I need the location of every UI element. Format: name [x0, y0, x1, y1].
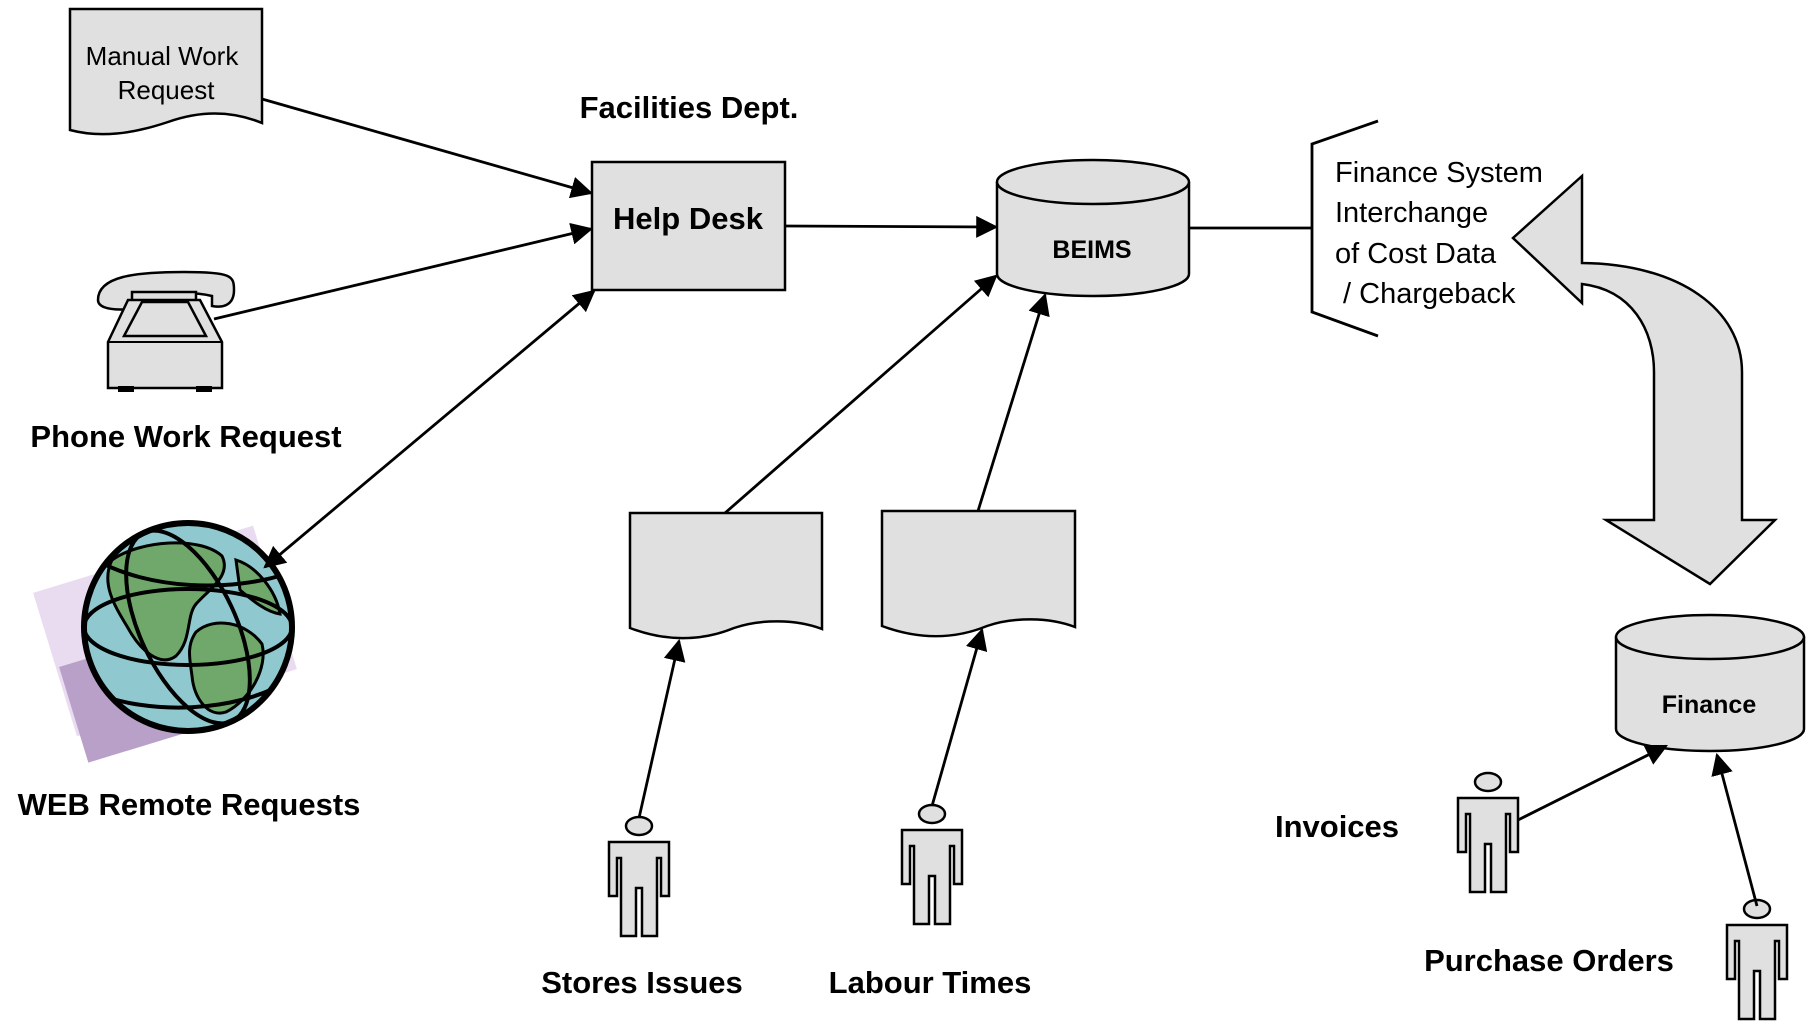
manual-request-label-line2: Request — [118, 75, 216, 105]
globe-icon — [33, 520, 297, 763]
beims-cylinder-top — [995, 158, 1191, 206]
purchase-orders-label: Purchase Orders — [1424, 943, 1674, 978]
arrow-web-helpdesk-bidirectional — [263, 289, 596, 569]
web-remote-requests-label: WEB Remote Requests — [18, 787, 361, 822]
person-head — [1473, 771, 1503, 793]
labour-times-document — [880, 509, 1077, 638]
finance-interchange-line1: Finance System — [1335, 157, 1543, 189]
person-body — [607, 840, 671, 938]
globe-upper-latitude — [95, 558, 287, 588]
arrow-stores-person-to-doc — [637, 638, 686, 819]
person-body — [1456, 796, 1520, 894]
manual-request-document-shape — [68, 7, 264, 136]
finance-database: Finance — [1614, 613, 1806, 753]
beims-database: BEIMS — [995, 158, 1191, 298]
telephone-foot-right — [196, 386, 212, 392]
beims-label: BEIMS — [1052, 236, 1131, 264]
person-body — [900, 828, 964, 926]
finance-cylinder-top — [1614, 613, 1806, 661]
stores-issues-document — [628, 511, 824, 640]
help-desk-box: Help Desk — [590, 160, 787, 292]
arrow-phone-to-helpdesk — [213, 222, 594, 321]
globe-outline — [81, 520, 295, 734]
labour-times-label: Labour Times — [829, 965, 1032, 1000]
arrow-helpdesk-to-beims — [785, 215, 999, 238]
beims-cylinder-body — [995, 182, 1191, 298]
telephone-foot-left — [118, 386, 134, 392]
finance-cylinder-body — [1614, 637, 1806, 753]
curved-exchange-arrow — [1511, 173, 1779, 586]
arrow-invoices-to-finance — [1517, 744, 1668, 822]
arrow-purchase-orders-to-finance — [1711, 752, 1759, 907]
finance-interchange-annotation: Finance System Interchange of Cost Data … — [1310, 119, 1543, 338]
person-head — [1742, 898, 1772, 920]
person-body — [1725, 923, 1789, 1021]
person-head — [624, 815, 654, 837]
facilities-dept-label: Facilities Dept. — [580, 90, 799, 125]
telephone-icon — [96, 270, 236, 392]
globe-latitude-line — [84, 587, 292, 667]
person-icon — [900, 803, 964, 926]
finance-interchange-line2: Interchange — [1335, 197, 1488, 229]
finance-interchange-line4: / Chargeback — [1335, 278, 1516, 310]
arrow-labour-person-to-doc — [930, 627, 988, 807]
telephone-dial-panel — [121, 300, 209, 338]
arrow-manual-to-helpdesk — [261, 97, 594, 199]
person-icon — [1725, 898, 1789, 1021]
stores-issues-label: Stores Issues — [541, 965, 743, 1000]
finance-label: Finance — [1662, 691, 1757, 719]
help-desk-rect — [590, 160, 787, 292]
manual-request-label-line1: Manual Work — [86, 41, 240, 71]
person-icon — [607, 815, 671, 938]
arrow-labour-doc-to-beims — [976, 292, 1050, 512]
invoices-label: Invoices — [1275, 809, 1399, 844]
help-desk-label: Help Desk — [613, 201, 764, 236]
person-head — [917, 803, 947, 825]
arrow-stores-doc-to-beims — [724, 274, 998, 515]
phone-work-request-label: Phone Work Request — [30, 419, 341, 454]
person-icon — [1456, 771, 1520, 894]
manual-work-request-document: Manual Work Request — [68, 7, 264, 136]
finance-interchange-line3: of Cost Data — [1335, 238, 1497, 270]
